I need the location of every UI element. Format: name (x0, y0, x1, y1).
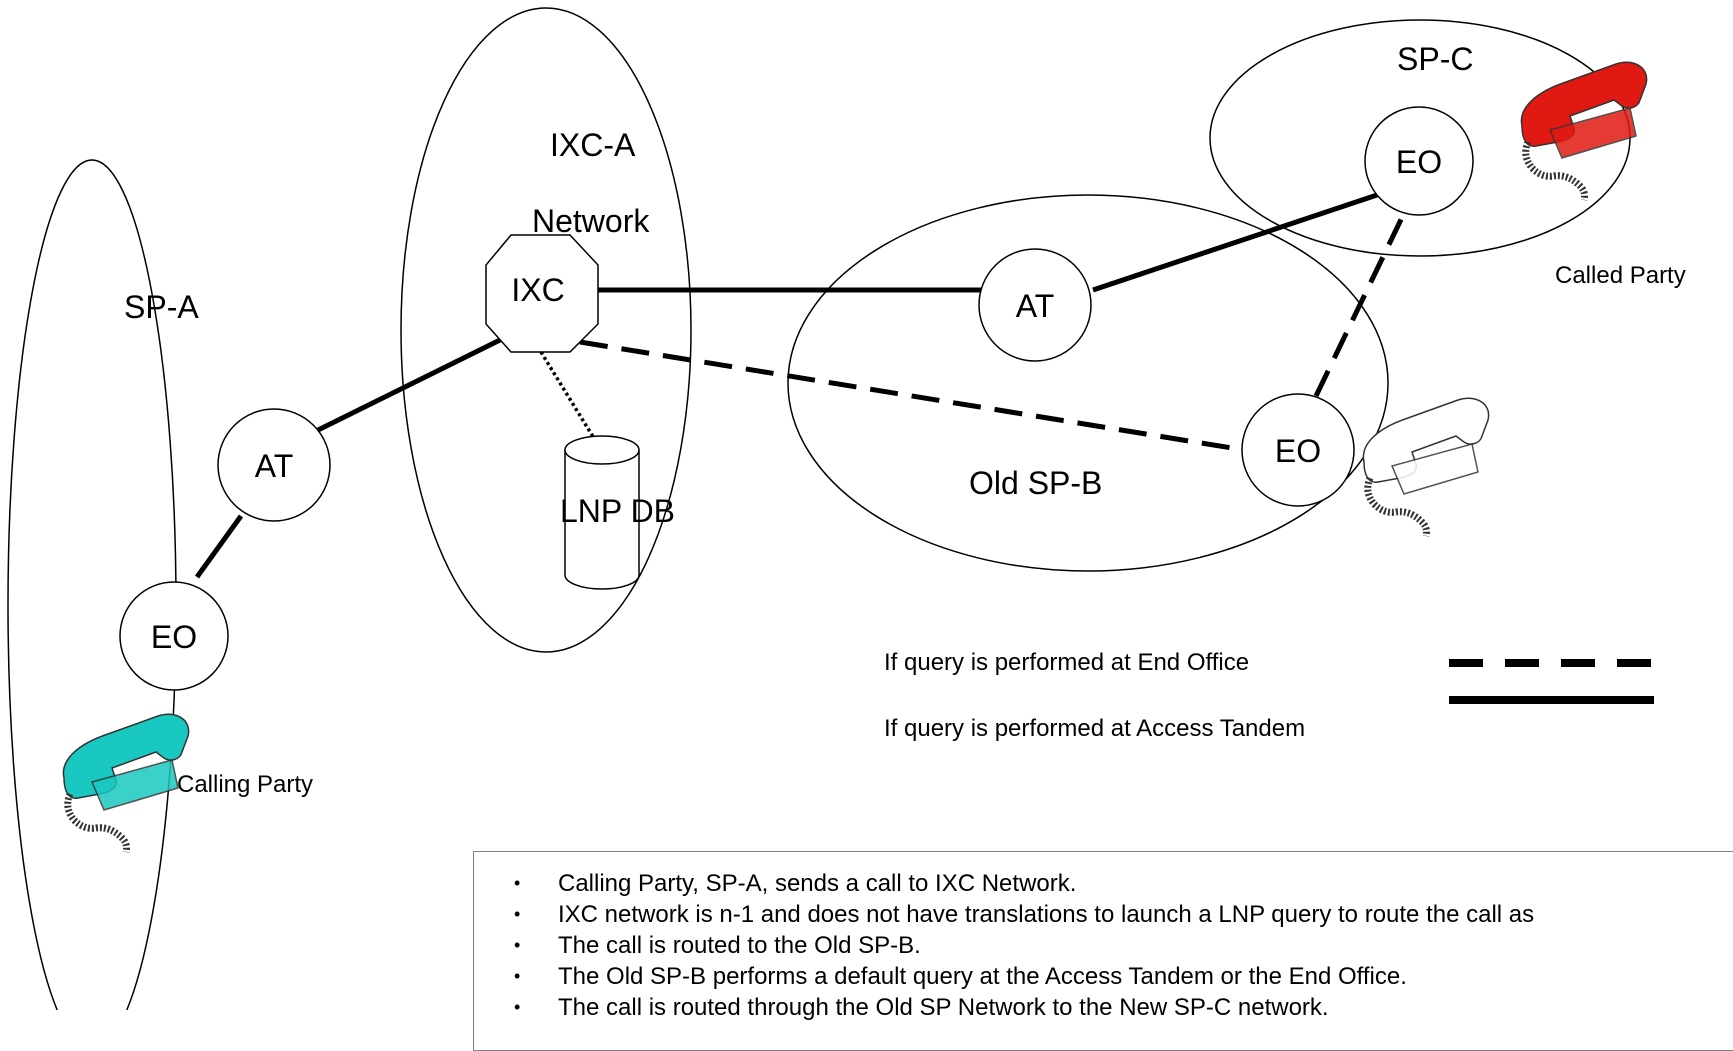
lnp-routing-diagram: SP-A IXC-A Network Old SP-B SP-C EO AT I… (7, 7, 1686, 1010)
ixc-a-label-line1: IXC-A (550, 127, 636, 163)
sp-a-at-label: AT (255, 448, 294, 484)
bullet-dot: • (514, 904, 521, 924)
sp-c-eo-label: EO (1396, 144, 1442, 180)
bullet-text: The Old SP-B performs a default query at… (558, 963, 1407, 990)
sp-a-at-node (217, 408, 331, 522)
legend-end-office-label: If query is performed at End Office (884, 649, 1249, 676)
link-ixc-eo-sp-b-dashed (579, 339, 1233, 451)
bullet-text: Calling Party, SP-A, sends a call to IXC… (558, 870, 1077, 897)
link-eo-sp-b-eo-sp-c-dashed (1313, 203, 1411, 398)
called-party-phone-icon (1521, 62, 1646, 200)
sp-c-label: SP-C (1397, 41, 1473, 77)
calling-party-label: Calling Party (177, 771, 313, 798)
description-bullet-list: • Calling Party, SP-A, sends a call to IX… (494, 868, 1733, 1023)
bullet-item: • The Old SP-B performs a default query a… (494, 961, 1733, 992)
legend-access-tandem-label: If query is performed at Access Tandem (884, 715, 1305, 742)
bullet-dot: • (514, 997, 521, 1017)
bullet-text: The call is routed to the Old SP-B. (558, 932, 921, 959)
sp-a-eo-label: EO (151, 619, 197, 655)
calling-party-phone-icon (63, 714, 188, 852)
lnp-db-label: LNP DB (560, 493, 675, 529)
link-at-ixc (308, 336, 504, 437)
bullet-dot: • (514, 935, 521, 955)
ixc-a-network-ellipse (400, 7, 692, 653)
sp-b-at-label: AT (1016, 288, 1055, 324)
bullet-text: The call is routed through the Old SP Ne… (558, 994, 1329, 1021)
old-sp-b-network-ellipse (787, 194, 1389, 572)
link-at-sp-b-eo-sp-c (1092, 191, 1381, 293)
bullet-dot: • (514, 873, 521, 893)
lnp-db-cylinder (564, 450, 640, 590)
bullet-item: • IXC network is n-1 and does not have tr… (494, 899, 1733, 930)
sp-a-eo-node (119, 581, 229, 691)
description-bullet-box: • Calling Party, SP-A, sends a call to IX… (473, 851, 1733, 1051)
sp-c-eo-node (1364, 106, 1474, 216)
link-eo-at-sp-a (194, 514, 244, 579)
bullet-text: IXC network is n-1 and does not have tra… (558, 901, 1535, 928)
sp-a-network-ellipse (7, 159, 177, 1010)
bullet-item: • The call is routed through the Old SP N… (494, 992, 1733, 1023)
sp-b-eo-node (1241, 393, 1355, 507)
called-party-label: Called Party (1555, 262, 1686, 289)
ixc-a-label-line2: Network (532, 203, 650, 239)
bullet-item: • The call is routed to the Old SP-B. (494, 930, 1733, 961)
bullet-item: • Calling Party, SP-A, sends a call to IX… (494, 868, 1733, 899)
sp-a-label: SP-A (124, 289, 199, 325)
bullet-dot: • (514, 966, 521, 986)
calling-phone-shape (63, 714, 188, 852)
link-ixc-lnp-db-dotted (539, 351, 597, 441)
sp-b-at-node (978, 248, 1092, 362)
lnp-db-cylinder-top (564, 435, 640, 465)
ixc-label: IXC (511, 272, 564, 308)
sp-b-eo-label: EO (1275, 433, 1321, 469)
old-sp-b-label: Old SP-B (969, 465, 1102, 501)
ixc-switch-octagon (485, 234, 599, 353)
called-phone-shape (1521, 62, 1646, 200)
